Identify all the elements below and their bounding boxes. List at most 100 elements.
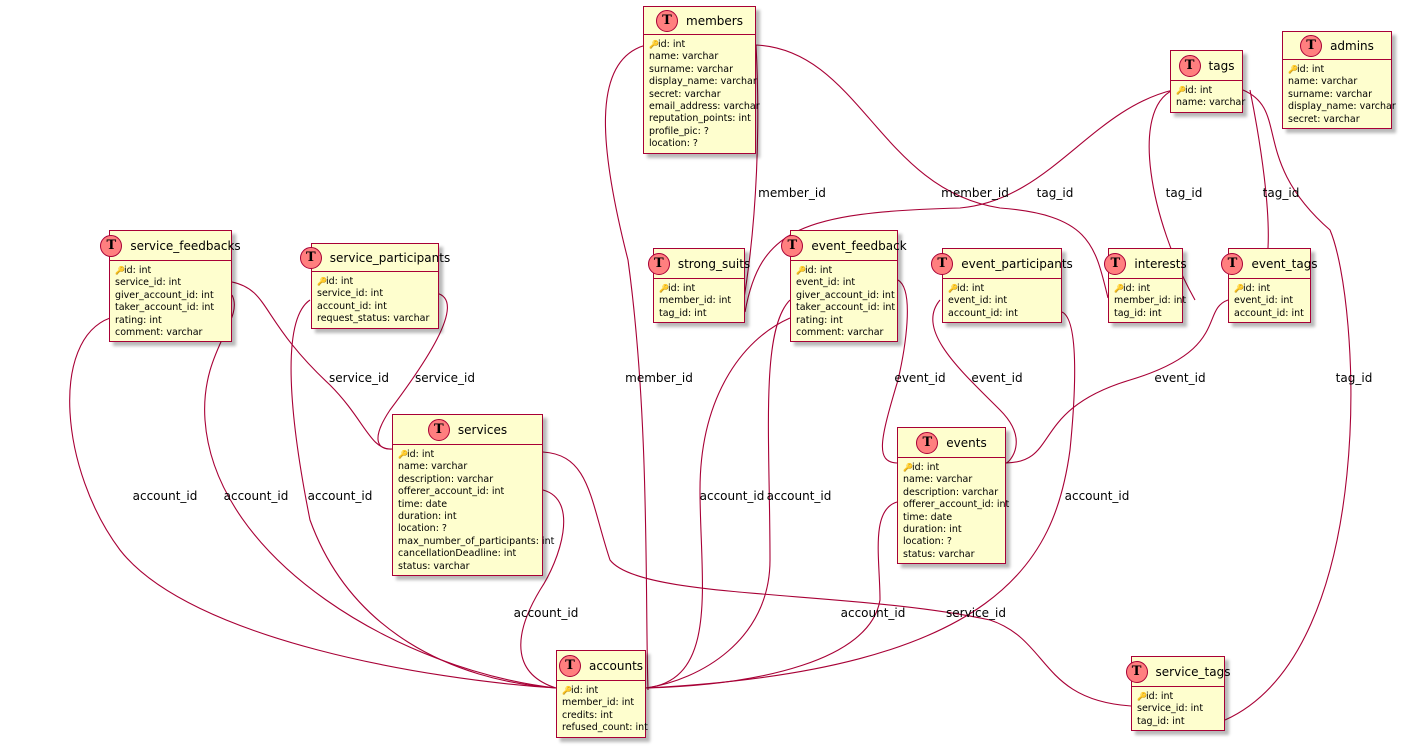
edge-label-r18: account_id xyxy=(699,489,765,503)
entity-field: name: varchar xyxy=(903,474,1000,486)
field-text: id: int xyxy=(1243,283,1271,294)
entity-field: location: ? xyxy=(398,523,537,535)
field-text: offerer_account_id: int xyxy=(398,486,505,498)
edge-label-r20: account_id xyxy=(840,606,906,620)
entity-field: comment: varchar xyxy=(115,327,226,339)
entity-field: max_number_of_participants: int xyxy=(398,536,554,548)
edge-service_feedbacks-services xyxy=(231,281,393,450)
entity-field: offerer_account_id: int xyxy=(398,486,537,498)
entity-name: strong_suits xyxy=(677,256,751,271)
primary-key-icon: 🔑 xyxy=(948,284,958,293)
entity-field: tag_id: int xyxy=(1137,716,1219,728)
entity-field: comment: varchar xyxy=(796,327,892,339)
edge-services-accounts xyxy=(520,489,565,689)
edge-label-r15: account_id xyxy=(223,489,289,503)
field-text: refused_count: int xyxy=(562,722,648,734)
primary-key-icon: 🔑 xyxy=(115,266,125,275)
primary-key-icon: 🔑 xyxy=(1176,86,1186,95)
field-text: id: int xyxy=(326,276,354,287)
field-text: surname: varchar xyxy=(1288,88,1372,100)
edge-label-r7: tag_id xyxy=(1335,371,1373,385)
edge-label-r11: event_id xyxy=(894,371,946,385)
entity-field: service_id: int xyxy=(1137,703,1219,715)
edge-service_feedbacks-accounts-1 xyxy=(69,317,557,689)
field-text: service_id: int xyxy=(1137,703,1204,715)
edge-event_feedback-accounts-2 xyxy=(645,299,791,689)
edge-label-r16: account_id xyxy=(307,489,373,503)
entity-field: event_id: int xyxy=(948,295,1056,307)
entity-name: event_feedback xyxy=(811,238,907,253)
field-text: account_id: int xyxy=(948,307,1018,319)
field-text: tag_id: int xyxy=(659,307,707,319)
entity-field: credits: int xyxy=(562,710,640,722)
entity-field: member_id: int xyxy=(659,295,739,307)
field-text: id: int xyxy=(658,39,686,50)
field-text: comment: varchar xyxy=(115,327,203,339)
field-text: time: date xyxy=(398,498,448,510)
entity-field: name: varchar xyxy=(398,461,537,473)
field-text: location: ? xyxy=(398,523,447,535)
field-text: tag_id: int xyxy=(1137,715,1185,727)
entity-field: rating: int xyxy=(115,315,226,327)
edge-services-service_tags xyxy=(542,451,1132,707)
entity-field: 🔑id: int xyxy=(1288,64,1386,76)
entity-field: 🔑id: int xyxy=(1234,283,1305,295)
edge-members-interests xyxy=(755,44,1109,299)
field-text: id: int xyxy=(1185,85,1213,96)
field-text: name: varchar xyxy=(398,461,468,473)
entity-field: event_id: int xyxy=(796,277,892,289)
primary-key-icon: 🔑 xyxy=(1234,284,1244,293)
entity-field: description: varchar xyxy=(903,487,1000,499)
field-text: profile_pic: ? xyxy=(649,125,709,137)
table-icon: T xyxy=(781,234,804,257)
field-text: id: int xyxy=(1297,64,1325,75)
field-text: secret: varchar xyxy=(649,88,721,100)
primary-key-icon: 🔑 xyxy=(1114,284,1124,293)
field-text: id: int xyxy=(571,685,599,696)
edge-members-strong_suits xyxy=(741,44,759,311)
edge-label-r2: member_id xyxy=(941,186,1009,200)
entity-name: service_participants xyxy=(329,250,451,265)
entity-name: service_tags xyxy=(1155,664,1231,679)
edge-label-r21: account_id xyxy=(1064,489,1130,503)
entity-field: 🔑id: int xyxy=(1137,691,1219,703)
table-icon: T xyxy=(1178,54,1201,77)
edge-event_tags-events xyxy=(1005,299,1229,464)
entity-field: 🔑id: int xyxy=(948,283,1056,295)
field-text: name: varchar xyxy=(1288,76,1358,88)
field-text: location: ? xyxy=(903,536,952,548)
table-icon: T xyxy=(1300,34,1323,57)
entity-field: 🔑id: int xyxy=(398,449,537,461)
field-text: description: varchar xyxy=(398,473,494,485)
entity-name: members xyxy=(686,13,743,28)
field-text: event_id: int xyxy=(796,277,856,289)
field-text: member_id: int xyxy=(1114,295,1187,307)
field-text: email_address: varchar xyxy=(649,101,760,113)
field-text: request_status: varchar xyxy=(317,313,430,325)
field-text: rating: int xyxy=(796,314,843,326)
edge-label-r4: tag_id xyxy=(1036,186,1074,200)
primary-key-icon: 🔑 xyxy=(796,266,806,275)
edge-tags-event_tags xyxy=(1249,89,1269,249)
entity-field: offerer_account_id: int xyxy=(903,499,1009,511)
field-text: description: varchar xyxy=(903,486,999,498)
entity-field: cancellationDeadline: int xyxy=(398,548,537,560)
edge-event_participants-events xyxy=(932,299,1017,464)
